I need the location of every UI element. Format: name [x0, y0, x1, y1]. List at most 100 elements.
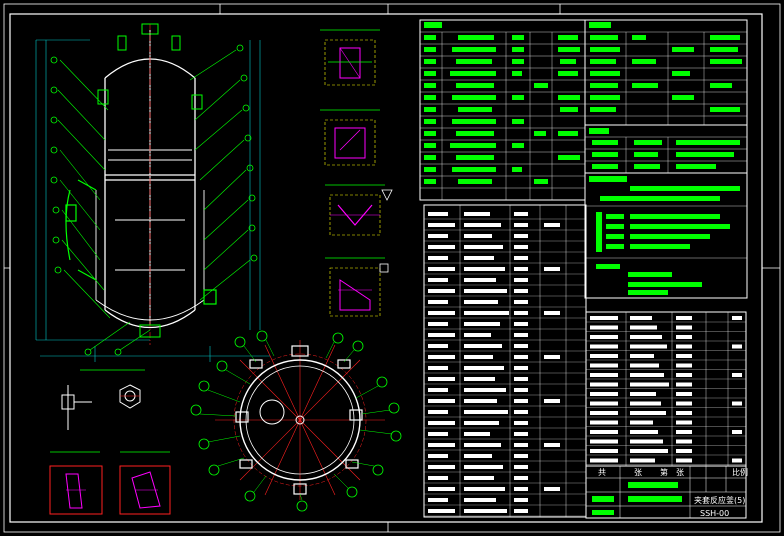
parts-cell [428, 322, 448, 326]
parts-cell [544, 399, 560, 403]
bom-cell [630, 439, 663, 444]
parts-cell [514, 267, 528, 271]
title-block: 共 张 第 张 比例 夹套反应釜(5) SSH-00 [585, 465, 748, 519]
parts-cell [514, 487, 528, 491]
bom-cell [590, 382, 618, 387]
parts-cell [514, 278, 528, 282]
bom-cell [732, 316, 742, 320]
bom-cell [676, 420, 692, 425]
parts-cell [514, 289, 528, 293]
bom-cell [676, 363, 692, 368]
parts-cell [464, 289, 507, 293]
parts-cell [464, 410, 508, 414]
parts-cell [428, 300, 448, 304]
bom-cell [590, 373, 618, 377]
parts-cell [514, 333, 528, 337]
parts-cell [514, 465, 528, 469]
bom-cell [676, 392, 692, 396]
title-cell-sheet-no: 第 [660, 467, 668, 477]
bom-cell [590, 325, 618, 330]
top-plan-view [190, 330, 402, 512]
parts-cell [464, 355, 493, 359]
parts-cell [464, 399, 497, 403]
bom-cell [732, 430, 742, 434]
bom-cell [590, 354, 618, 358]
parts-list-table [423, 204, 587, 518]
spec-table-design-data [419, 19, 586, 201]
parts-cell [514, 311, 528, 315]
parts-cell [428, 509, 455, 513]
parts-cell [514, 355, 528, 359]
leader-lines [57, 49, 251, 351]
parts-cell [464, 465, 503, 469]
bom-cell [676, 354, 692, 358]
parts-cell [514, 509, 528, 513]
bom-cell [676, 458, 692, 463]
parts-cell [464, 443, 501, 447]
weld-detail-3 [325, 184, 393, 236]
parts-cell [428, 223, 455, 227]
bom-cell [590, 335, 618, 339]
bom-cell [676, 430, 692, 434]
title-cell-total: 共 [598, 468, 606, 477]
bom-cell [630, 458, 655, 463]
parts-cell [464, 322, 500, 326]
parts-cell [428, 443, 455, 447]
weld-detail-2 [320, 109, 380, 166]
parts-cell [428, 289, 455, 293]
bom-rows [586, 316, 746, 465]
bom-cell [676, 316, 692, 320]
parts-cell [514, 223, 528, 227]
parts-cell [464, 300, 498, 304]
bom-cell [630, 325, 657, 330]
parts-cell [464, 366, 504, 370]
parts-cell [464, 267, 505, 271]
bom-cell [676, 401, 692, 406]
parts-cell [514, 377, 528, 381]
parts-cell [428, 333, 455, 337]
bom-cell [630, 420, 653, 425]
nozzles-top [97, 23, 203, 110]
parts-cell [464, 377, 495, 381]
plan-balloons [190, 330, 402, 512]
parts-cell [428, 234, 448, 238]
title-cell-sheets: 张 [634, 468, 642, 477]
parts-cell [464, 278, 496, 282]
parts-cell [464, 432, 490, 436]
drawing-name: 夹套反应釜(5) [694, 495, 745, 505]
bom-cell [732, 458, 742, 463]
parts-cell [428, 498, 448, 502]
parts-cell [514, 432, 528, 436]
bom-cell [732, 401, 742, 406]
parts-cell [514, 366, 528, 370]
bottom-outlet [139, 324, 161, 338]
parts-cell [464, 498, 496, 502]
bom-cell [590, 458, 618, 463]
parts-cell [428, 344, 448, 348]
parts-cell [544, 311, 560, 315]
drawing-number: SSH-00 [700, 509, 729, 518]
parts-cell [428, 245, 455, 249]
parts-list-rows [424, 212, 586, 517]
parts-cell [464, 487, 505, 491]
plan-nozzles [235, 345, 363, 495]
parts-cell [428, 421, 455, 425]
parts-cell [464, 223, 501, 227]
front-elevation [35, 23, 270, 362]
parts-cell [544, 223, 560, 227]
parts-cell [514, 498, 528, 502]
parts-cell [428, 377, 455, 381]
spec-table-technical [584, 19, 748, 174]
bom-cell [630, 401, 661, 406]
balloons-front [50, 44, 258, 356]
bom-cell [630, 363, 659, 368]
parts-cell [514, 256, 528, 260]
bom-cell [676, 411, 692, 415]
bom-cell [590, 401, 618, 406]
parts-cell [514, 300, 528, 304]
bom-cell [732, 373, 742, 377]
parts-cell [514, 322, 528, 326]
parts-cell [514, 212, 528, 216]
parts-cell [514, 443, 528, 447]
